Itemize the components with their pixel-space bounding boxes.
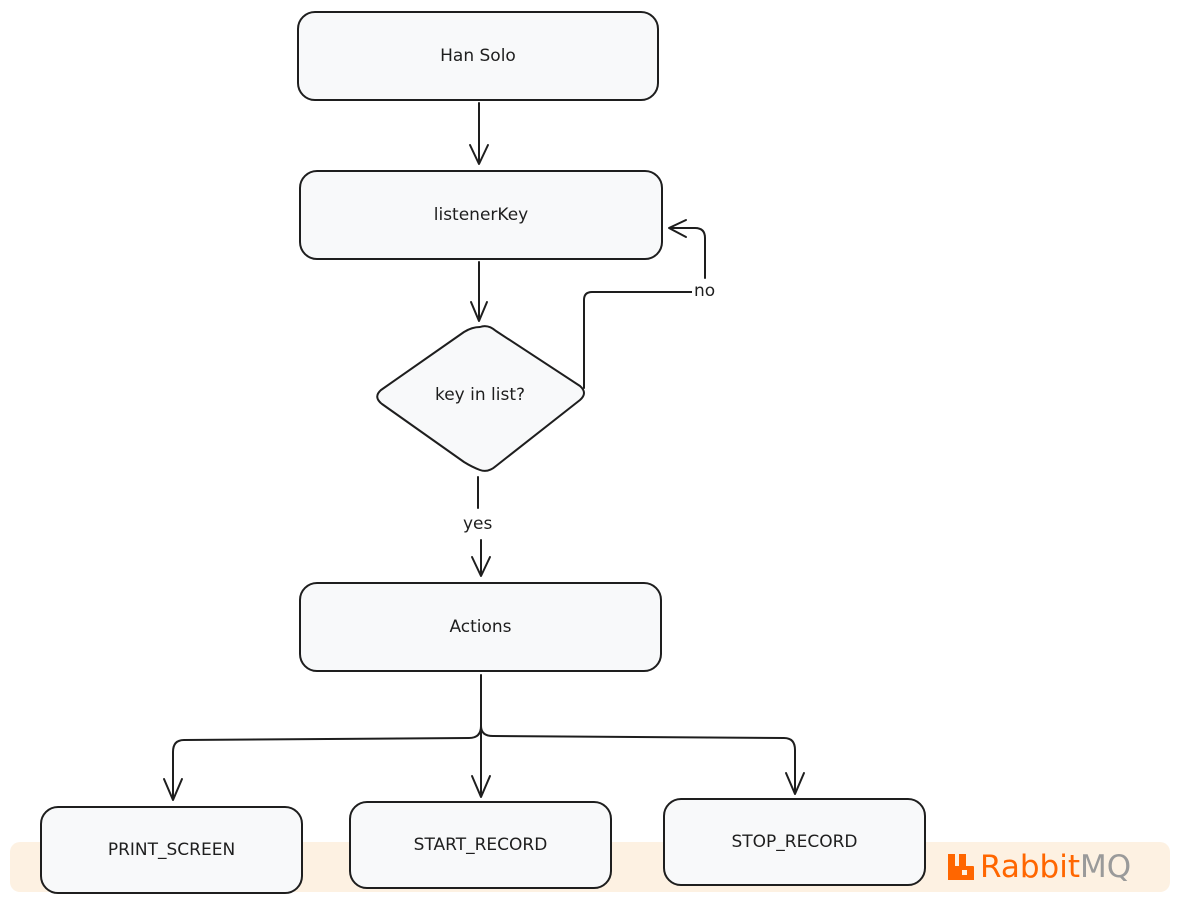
node-listener-key-label: listenerKey <box>433 205 529 225</box>
edge-no-return <box>669 227 706 279</box>
arrowhead-actions <box>471 556 491 577</box>
node-start[interactable]: Han Solo <box>297 11 659 101</box>
node-stop-record[interactable]: STOP_RECORD <box>663 798 926 886</box>
node-start-record-label: START_RECORD <box>413 835 548 855</box>
arrowhead-print-screen <box>163 778 183 801</box>
rabbitmq-logo: RabbitMQ <box>946 846 1131 888</box>
node-actions-label: Actions <box>449 617 512 637</box>
node-listener-key[interactable]: listenerKey <box>299 170 663 260</box>
edge-no-loop <box>583 291 695 389</box>
node-decision-label: key in list? <box>434 385 526 405</box>
node-start-record[interactable]: START_RECORD <box>349 801 612 889</box>
rabbitmq-word-suffix: MQ <box>1079 848 1132 885</box>
node-print-screen-label: PRINT_SCREEN <box>107 840 236 860</box>
edge-branch-right <box>480 725 796 793</box>
node-print-screen[interactable]: PRINT_SCREEN <box>40 806 303 894</box>
rabbitmq-word-brand: Rabbit <box>980 848 1080 885</box>
decision-diamond <box>376 325 585 472</box>
rabbitmq-wordmark: RabbitMQ <box>980 848 1132 885</box>
node-actions[interactable]: Actions <box>299 582 662 672</box>
node-stop-record-label: STOP_RECORD <box>731 832 858 852</box>
arrowhead-no <box>668 219 687 238</box>
edge-label-no: no <box>692 281 718 301</box>
edge-label-yes: yes <box>461 514 495 534</box>
arrowhead-listener <box>469 144 489 165</box>
arrowhead-start-record <box>471 775 491 798</box>
node-start-label: Han Solo <box>440 46 516 66</box>
arrowhead-stop-record <box>785 772 805 795</box>
rabbitmq-logo-icon <box>948 854 974 880</box>
arrowhead-decision <box>470 301 488 322</box>
edge-branch-left <box>172 725 482 799</box>
